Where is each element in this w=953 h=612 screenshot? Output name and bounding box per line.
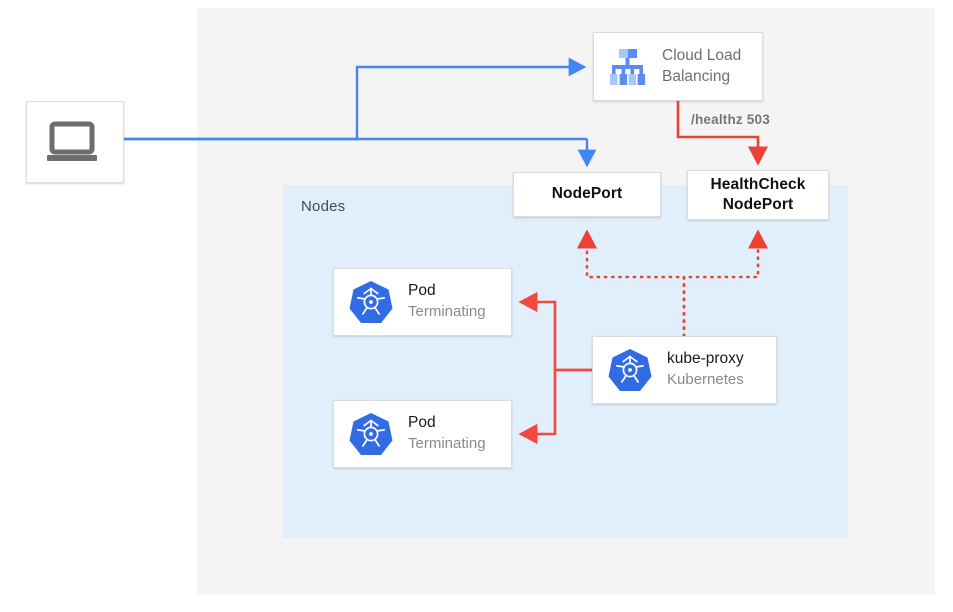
- kubernetes-icon: [349, 413, 393, 455]
- nodes-region-label: Nodes: [301, 198, 346, 215]
- healthcheck-nodeport-label-line1: HealthCheck: [710, 175, 806, 193]
- healthz-edge-label: /healthz 503: [691, 112, 770, 127]
- client-node[interactable]: [26, 101, 124, 183]
- kubernetes-icon: [608, 349, 652, 391]
- pod-node-1[interactable]: Pod Terminating: [333, 268, 512, 336]
- cloud-load-balancing-text: Cloud Load Balancing: [662, 46, 741, 88]
- healthcheck-nodeport-node[interactable]: HealthCheck NodePort: [687, 170, 829, 220]
- pod-1-title: Pod: [408, 282, 436, 300]
- nodeport-node[interactable]: NodePort: [513, 172, 661, 217]
- nodeport-label: NodePort: [551, 185, 623, 203]
- cloud-load-balancing-icon: [610, 48, 646, 85]
- clb-title-line2: Balancing: [662, 67, 731, 85]
- pod-2-subtitle: Terminating: [408, 435, 486, 453]
- kubernetes-icon: [349, 281, 393, 323]
- laptop-icon: [47, 121, 97, 161]
- cloud-load-balancing-node[interactable]: Cloud Load Balancing: [593, 32, 763, 101]
- pod-1-text: Pod Terminating: [408, 281, 486, 322]
- clb-title-line1: Cloud Load: [662, 46, 742, 64]
- pod-2-text: Pod Terminating: [408, 413, 486, 454]
- kube-proxy-node[interactable]: kube-proxy Kubernetes: [592, 336, 777, 404]
- kube-proxy-text: kube-proxy Kubernetes: [667, 349, 744, 390]
- pod-2-title: Pod: [408, 414, 436, 432]
- pod-1-subtitle: Terminating: [408, 303, 486, 321]
- pod-node-2[interactable]: Pod Terminating: [333, 400, 512, 468]
- kube-proxy-title: kube-proxy: [667, 350, 744, 368]
- kube-proxy-subtitle: Kubernetes: [667, 371, 744, 389]
- healthcheck-nodeport-label-line2: NodePort: [722, 196, 794, 213]
